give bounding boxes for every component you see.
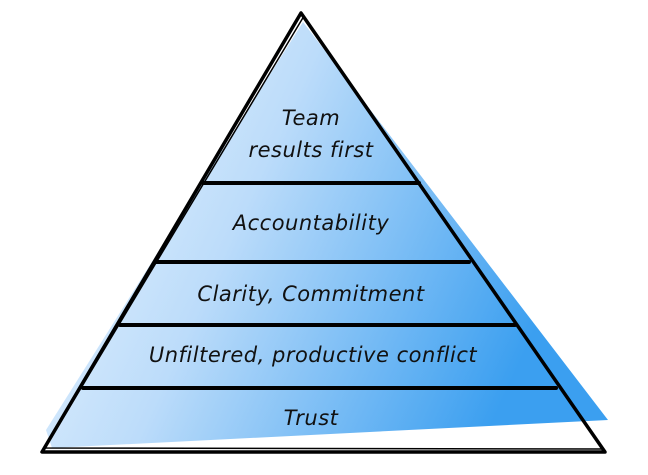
level-productive-conflict: Unfiltered, productive conflict: [149, 343, 478, 367]
level-label-line: Clarity, Commitment: [197, 282, 424, 306]
pyramid-fill: [46, 22, 608, 448]
level-label-line: Accountability: [231, 211, 390, 235]
level-trust: Trust: [284, 406, 339, 430]
level-label-line: Team: [282, 106, 340, 130]
level-accountability: Accountability: [231, 211, 390, 235]
level-label-line: Unfiltered, productive conflict: [149, 343, 478, 367]
level-clarity-commitment: Clarity, Commitment: [197, 282, 424, 306]
pyramid-outline-stroke-2: [44, 15, 604, 450]
level-label-line: Trust: [284, 406, 339, 430]
level-label-line: results first: [248, 138, 373, 162]
level-team-results: Team results first: [248, 106, 373, 162]
